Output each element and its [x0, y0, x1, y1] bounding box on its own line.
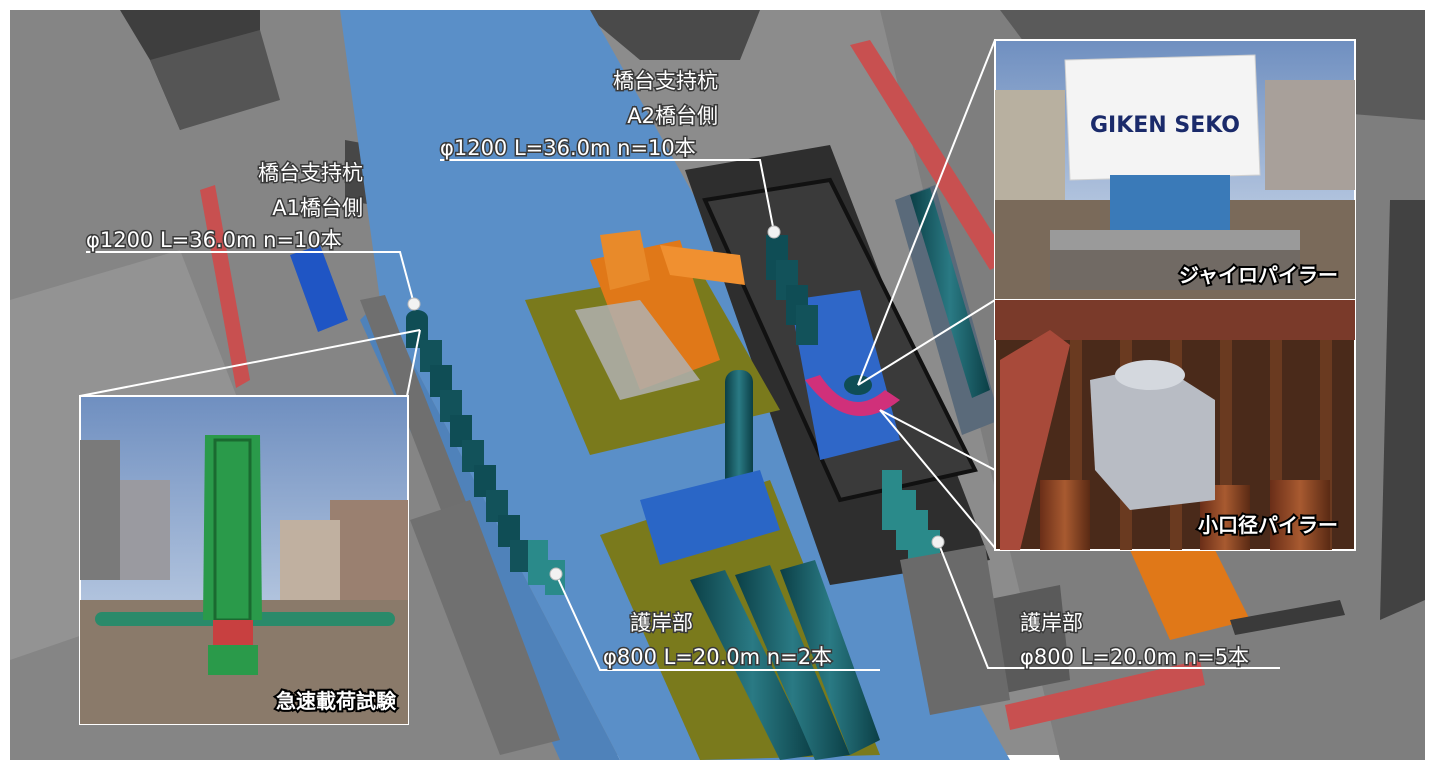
label-revetment-left-spec: φ800 L=20.0m n=2本 — [603, 645, 832, 669]
label-revetment-right-spec: φ800 L=20.0m n=5本 — [1020, 645, 1249, 669]
crane-cab — [600, 230, 650, 290]
blue-equipment — [290, 245, 348, 332]
label-revetment-left-title: 護岸部 — [630, 611, 693, 635]
label-a1-title: 橋台支持杭 — [258, 161, 363, 185]
photo-caption-small: 小口径パイラー — [1198, 513, 1338, 537]
label-revetment-right: 護岸部 φ800 L=20.0m n=5本 — [1019, 610, 1251, 671]
label-a1-side: A1橋台側 — [272, 196, 363, 220]
pipe-on-trailer — [910, 188, 990, 398]
leader-lines — [79, 39, 1280, 671]
label-revetment-right-title: 護岸部 — [1020, 611, 1083, 635]
building-roof — [150, 30, 280, 130]
retaining-block — [410, 500, 560, 755]
red-wall-right — [850, 40, 1010, 270]
building — [1380, 200, 1425, 620]
label-a2-side: A2橋台側 — [627, 104, 718, 128]
building-block — [900, 545, 1010, 715]
banner-text: GIKEN SEKO — [1090, 113, 1240, 138]
small-crane — [1130, 540, 1250, 640]
pipe-3 — [780, 560, 880, 755]
photo-caption-load-test: 急速載荷試験 — [276, 689, 397, 713]
blue-block — [640, 470, 780, 565]
crane-boom — [660, 245, 745, 285]
photo-caption-gyro: ジャイロパイラー — [1179, 263, 1338, 287]
photo-small-piler: 小口径パイラー — [994, 299, 1356, 551]
magenta-ring — [805, 375, 900, 416]
pipe-2 — [735, 565, 850, 760]
building — [580, 10, 760, 60]
label-a2-title: 橋台支持杭 — [613, 69, 718, 93]
markers — [407, 225, 945, 581]
red-wall-left — [200, 185, 250, 388]
red-wall-bottom — [1005, 660, 1205, 730]
label-a2: 橋台支持杭 A2橋台側 φ1200 L=36.0m n=10本 — [439, 68, 720, 162]
pipe-1 — [690, 570, 815, 760]
pile-revetment-left — [528, 540, 548, 585]
photo-gyro-piler: GIKEN SEKO ジャイロパイラー — [994, 39, 1356, 301]
label-revetment-left: 護岸部 φ800 L=20.0m n=2本 — [602, 610, 834, 671]
label-a2-spec: φ1200 L=36.0m n=10本 — [440, 136, 696, 160]
crane-arm — [1230, 600, 1345, 635]
label-a1-spec: φ1200 L=36.0m n=10本 — [86, 228, 342, 252]
photo-load-test: 急速載荷試験 — [79, 395, 409, 725]
pile-row-a2 — [766, 235, 818, 345]
crane-track — [575, 300, 700, 400]
label-a1: 橋台支持杭 A1橋台側 φ1200 L=36.0m n=10本 — [85, 160, 365, 254]
pile-row-a1 — [406, 310, 532, 572]
